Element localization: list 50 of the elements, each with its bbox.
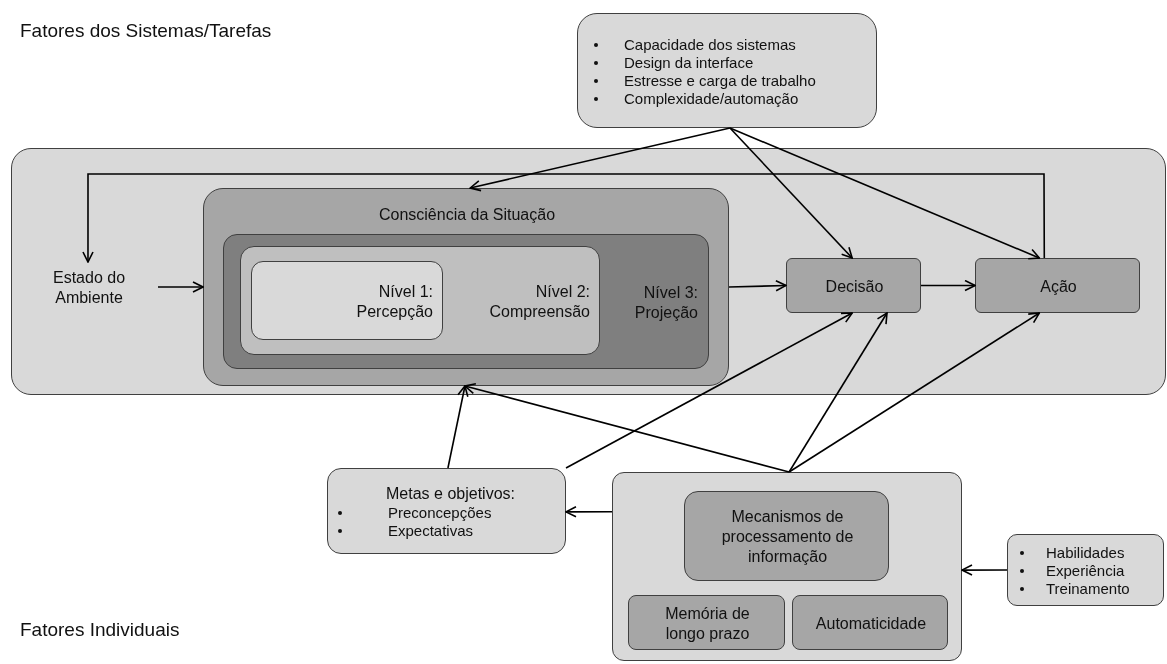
arrow xyxy=(920,279,976,292)
section-heading: Fatores dos Sistemas/Tarefas xyxy=(20,20,272,42)
arrow xyxy=(565,312,853,469)
factor-box xyxy=(1007,534,1164,606)
box-label: Mecanismos de processamento de informação xyxy=(720,507,855,567)
list-item: Design da interface xyxy=(594,53,874,72)
section-heading: Fatores Individuais xyxy=(20,619,180,641)
list-item: Habilidades xyxy=(1020,544,1163,562)
level-label: Nível 2: Compreensão xyxy=(488,281,590,322)
level-label: Nível 3: Projeção xyxy=(633,282,698,323)
arrow xyxy=(469,127,731,192)
arrow xyxy=(728,279,787,292)
process-box xyxy=(792,595,948,650)
list-item: Capacidade dos sistemas xyxy=(594,35,874,54)
arrow xyxy=(788,312,888,473)
system-band xyxy=(11,148,1166,395)
list-item: Estresse e carga de trabalho xyxy=(594,71,874,90)
process-box xyxy=(684,491,889,581)
factor-box xyxy=(327,468,566,554)
list-item: Preconcepções xyxy=(338,504,563,522)
arrow xyxy=(729,127,1041,260)
individual-box xyxy=(612,472,962,661)
level-box xyxy=(251,261,443,340)
level-box xyxy=(223,234,709,369)
box-label: Decisão xyxy=(824,276,885,297)
awareness-box xyxy=(203,188,729,386)
process-box xyxy=(975,258,1140,313)
arrow xyxy=(788,312,1041,473)
process-box xyxy=(628,595,785,650)
box-heading: Consciência da Situação xyxy=(377,205,557,225)
list-item: Experiência xyxy=(1020,562,1163,580)
factor-box xyxy=(577,13,877,128)
level-label: Nível 1: Percepção xyxy=(355,281,433,322)
list-item: Complexidade/automação xyxy=(594,89,874,108)
node-label: Estado do Ambiente xyxy=(51,268,127,308)
arrow xyxy=(464,382,790,473)
list-heading: Metas e objetivos: xyxy=(385,484,516,504)
arrow xyxy=(447,385,469,469)
arrow xyxy=(82,173,1046,263)
box-label: Memória de longo prazo xyxy=(664,603,751,644)
arrow xyxy=(157,281,204,293)
arrow xyxy=(729,127,853,259)
list-item: Expectativas xyxy=(338,522,563,540)
box-label: Ação xyxy=(1039,276,1078,297)
level-box xyxy=(240,246,600,355)
list-item: Treinamento xyxy=(1020,580,1163,598)
box-label: Automaticidade xyxy=(814,613,928,634)
process-box xyxy=(786,258,921,313)
arrow xyxy=(961,564,1008,576)
arrow xyxy=(565,506,613,518)
